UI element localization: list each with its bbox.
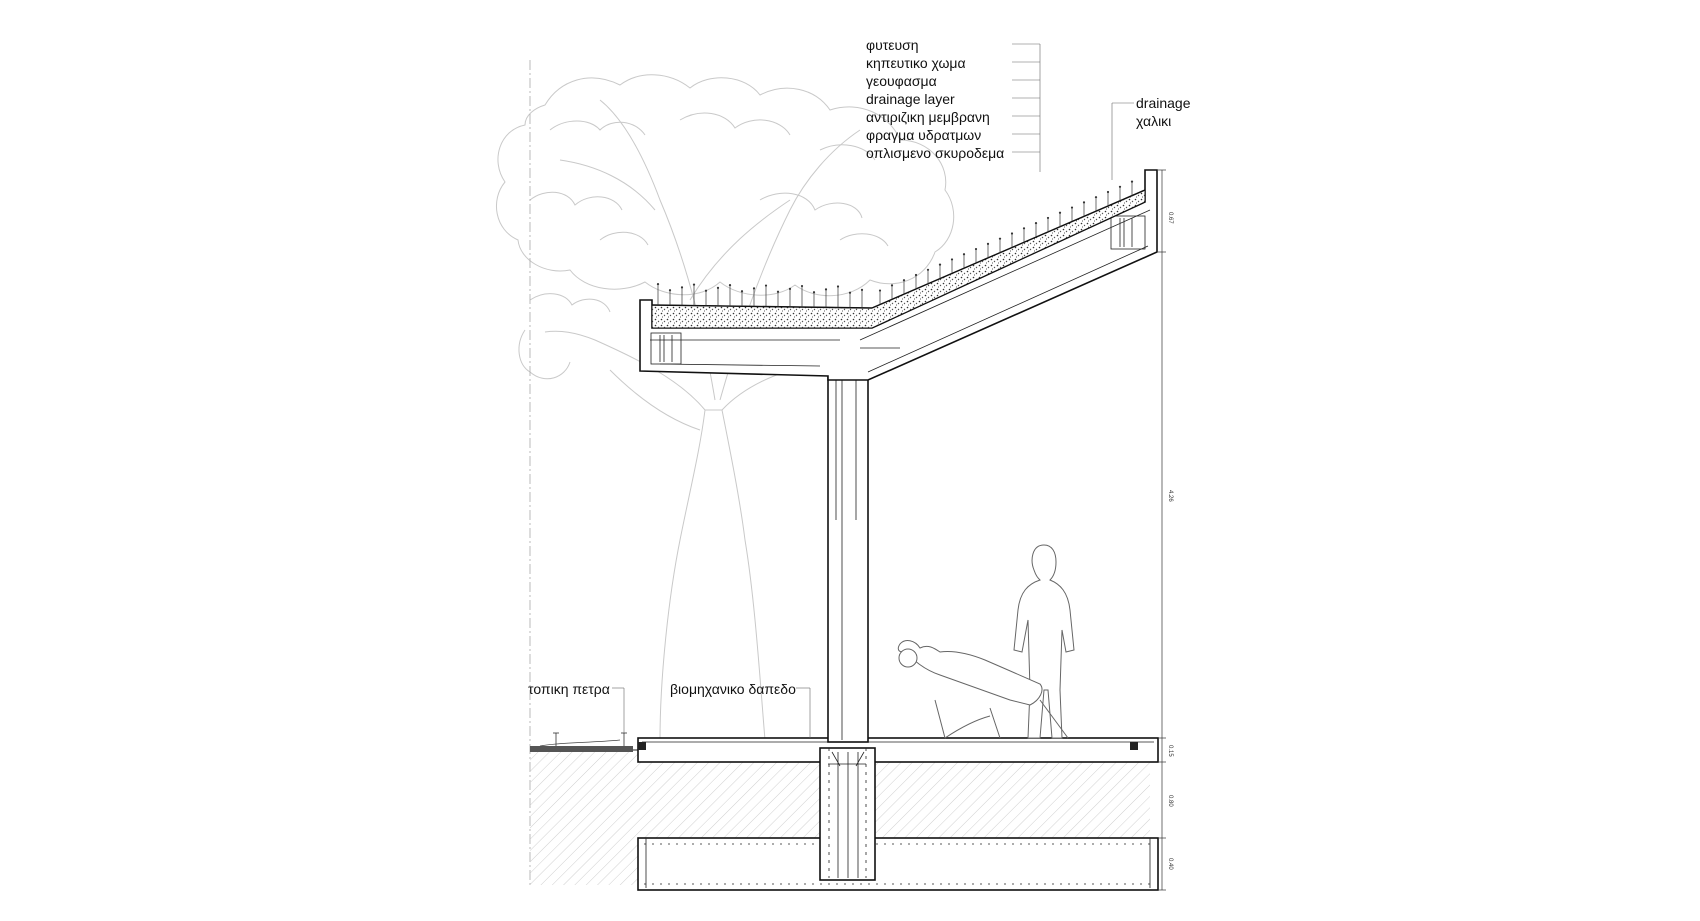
industrial-floor-label: βιομηχανικο δαπεδο — [670, 681, 811, 738]
dimension-chain: 0.67 4.26 0.15 0.80 0.40 — [1158, 169, 1173, 891]
industrial-floor-text: βιομηχανικο δαπεδο — [670, 681, 796, 697]
column-pedestal — [819, 747, 876, 881]
plant-stem-tip — [752, 287, 756, 290]
plant-stem-tip — [824, 288, 828, 291]
plant-stem-tip — [962, 253, 966, 256]
drainage-label: drainage χαλικι — [1111, 95, 1191, 180]
plant-stem-tip — [656, 282, 660, 286]
legend-item-geotextile: γεουφασμα — [866, 73, 937, 89]
dim-floor-slab: 0.15 — [1167, 745, 1173, 757]
plant-stem-tip — [926, 268, 930, 271]
standing-person-figure — [1013, 544, 1075, 739]
plant-stem-tip — [950, 258, 954, 261]
plant-stem-tip — [704, 289, 708, 292]
plant-stem-tip — [1070, 206, 1074, 209]
dim-footing: 0.40 — [1167, 858, 1173, 870]
plant-stem-tip — [680, 286, 684, 289]
plant-stem-tip — [728, 283, 732, 287]
plant-stem-tip — [716, 286, 720, 289]
layers-legend: φυτευση κηπευτικο χωμα γεουφασμα drainag… — [866, 37, 1041, 172]
green-roof-layers — [651, 189, 1146, 329]
plant-stem-tip — [740, 290, 744, 293]
plant-stem-tip — [1130, 180, 1134, 183]
plant-stem-tip — [1058, 211, 1062, 214]
legend-item-root-barrier: αντιριζικη μεμβρανη — [866, 109, 990, 125]
plant-stem-tip — [890, 284, 894, 287]
plant-stem-tip — [800, 284, 804, 288]
drainage-label-line2: χαλικι — [1136, 113, 1171, 129]
plant-stem-tip — [764, 284, 768, 287]
plant-stem-tip — [902, 279, 906, 282]
plant-stem-tip — [1106, 190, 1110, 194]
local-stone-paving — [530, 732, 633, 752]
dim-beam-depth: 0.80 — [1167, 795, 1173, 807]
dim-column-height: 4.26 — [1167, 490, 1173, 502]
plant-stem-tip — [860, 288, 864, 291]
plant-stem-tip — [938, 263, 942, 266]
plant-stem-tip — [914, 273, 918, 277]
roof-slab — [639, 169, 1158, 381]
foundation-beam — [637, 837, 1159, 891]
tree-silhouette — [496, 74, 955, 741]
plant-stem-tip — [1094, 196, 1098, 199]
plant-stem-tip — [986, 242, 990, 245]
legend-item-drainage-layer: drainage layer — [866, 91, 955, 107]
plant-stem-tip — [878, 289, 882, 292]
plant-stem-tip — [812, 291, 816, 294]
plant-stem-tip — [1118, 185, 1122, 188]
local-stone-label: τοπικη πετρα — [528, 681, 625, 733]
dim-roof-edge: 0.67 — [1167, 212, 1173, 224]
main-column — [827, 340, 869, 743]
plant-stem-tip — [1046, 216, 1050, 220]
floor-slab — [637, 737, 1159, 763]
plant-stem-tip — [1034, 222, 1038, 225]
planting — [656, 180, 1134, 308]
plant-stem-tip — [974, 247, 978, 251]
plant-stem-tip — [1022, 227, 1026, 230]
plant-stem-tip — [668, 289, 672, 292]
plant-stem-tip — [776, 290, 780, 293]
plant-stem-tip — [692, 283, 696, 286]
reclining-person-figure — [897, 640, 1069, 739]
plant-stem-tip — [1082, 201, 1086, 204]
plant-stem-tip — [788, 287, 792, 290]
plant-stem-tip — [1010, 232, 1014, 235]
local-stone-text: τοπικη πετρα — [528, 681, 610, 697]
legend-item-vapour-barrier: φραγμα υδρατμων — [866, 127, 981, 143]
plant-stem-tip — [998, 237, 1002, 240]
plant-stem-tip — [848, 291, 852, 294]
legend-item-reinforced-concrete: οπλισμενο σκυροδεμα — [866, 145, 1004, 161]
plant-stem-tip — [836, 285, 840, 288]
legend-item-garden-soil: κηπευτικο χωμα — [866, 55, 966, 71]
legend-item-planting: φυτευση — [866, 37, 919, 53]
drainage-label-line1: drainage — [1136, 95, 1191, 111]
